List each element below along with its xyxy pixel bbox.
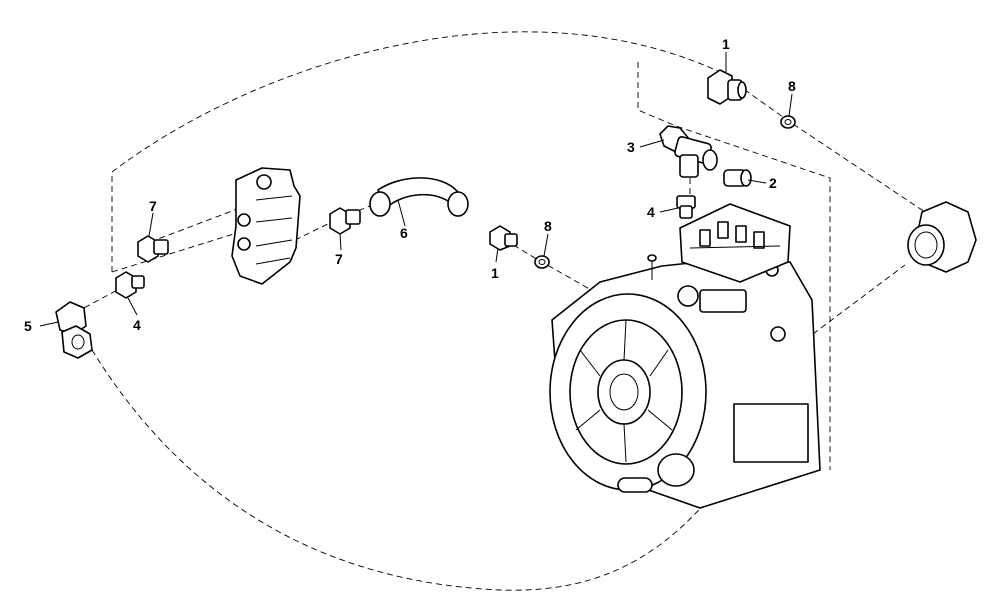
callout-4-left: 4 [133,317,141,333]
transmission-housing [549,254,821,509]
callout-1-mid: 1 [491,265,499,281]
washer-part-8-top [780,115,796,129]
fitting-part-1-mid [489,225,518,251]
leader-lines [39,52,793,327]
flange-part [907,201,977,273]
plug-part-2 [723,169,752,187]
callout-5: 5 [24,318,32,334]
callout-6: 6 [400,225,408,241]
callout-2: 2 [769,175,777,191]
callout-8-top: 8 [788,78,796,94]
callout-7-left: 7 [149,198,157,214]
elbow-part-5 [55,301,93,359]
callout-1-top: 1 [722,36,730,52]
callout-4-mid: 4 [647,204,655,220]
fitting-part-7-mid [329,207,361,235]
hose-part-6 [369,177,469,217]
fitting-part-4-left [115,271,145,299]
callout-labels: 1 8 3 2 4 8 1 7 7 6 4 5 [24,36,796,334]
washer-part-8-mid [534,255,550,269]
fitting-part-4-mid [676,195,696,219]
callout-3: 3 [627,139,635,155]
tee-fitting-part-3 [659,125,718,178]
fitting-part-1-top [707,69,747,105]
callout-7-mid: 7 [335,251,343,267]
callout-8-mid: 8 [544,218,552,234]
valve-block [231,167,301,285]
fitting-part-7-left [137,235,169,263]
control-valve-block [679,203,791,283]
